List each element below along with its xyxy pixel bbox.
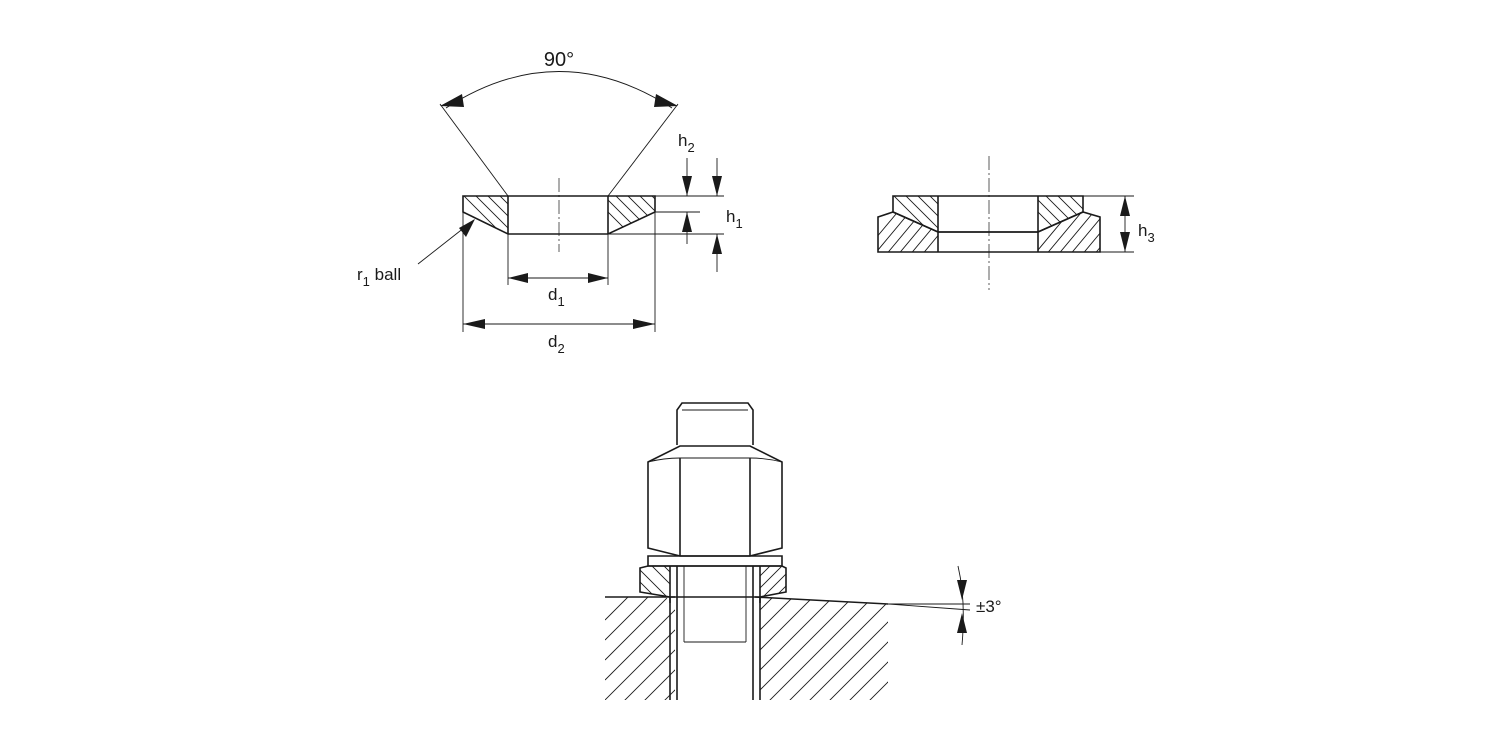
washer-hatch-left bbox=[463, 196, 508, 234]
d1-label: d bbox=[548, 285, 557, 304]
bolt-assembly-view: ±3° bbox=[605, 402, 1002, 700]
h3-label: h bbox=[1138, 221, 1147, 240]
r1-label: r bbox=[357, 265, 363, 284]
svg-text:h3: h3 bbox=[1138, 221, 1155, 245]
d1-dimension: d1 bbox=[507, 234, 609, 309]
washer-assembly-view: h3 bbox=[877, 156, 1155, 290]
h1-label: h bbox=[726, 207, 735, 226]
d1-subscript: 1 bbox=[557, 294, 564, 309]
d2-subscript: 2 bbox=[557, 341, 564, 356]
r1-subscript: 1 bbox=[363, 274, 370, 289]
bolt-washer bbox=[639, 565, 787, 598]
svg-text:h1: h1 bbox=[726, 207, 743, 231]
bolt-tip bbox=[676, 402, 754, 445]
svg-text:d1: d1 bbox=[548, 285, 565, 309]
h3-subscript: 3 bbox=[1147, 230, 1154, 245]
base-hatch-left bbox=[605, 597, 675, 700]
base-hatch-right bbox=[759, 597, 888, 700]
h2-label: h bbox=[678, 131, 687, 150]
r1-ball-leader: r1 ball bbox=[357, 219, 475, 289]
h1-subscript: 1 bbox=[735, 216, 742, 231]
h2-subscript: 2 bbox=[687, 140, 694, 155]
tilt-label: ±3° bbox=[976, 597, 1002, 616]
nut-base bbox=[647, 555, 783, 567]
svg-text:r1 ball: r1 ball bbox=[357, 265, 401, 289]
angle-90-label: 90° bbox=[544, 49, 574, 71]
r1-suffix: ball bbox=[370, 265, 401, 284]
angle-dimension: 90° bbox=[439, 49, 679, 197]
conical-seat bbox=[877, 211, 1101, 253]
h2-dimension: h2 bbox=[655, 131, 700, 244]
svg-text:d2: d2 bbox=[548, 332, 565, 356]
h3-dimension: h3 bbox=[1083, 195, 1155, 253]
hex-nut bbox=[647, 445, 783, 557]
d2-dimension: d2 bbox=[462, 212, 656, 356]
tilt-dimension: ±3° bbox=[887, 565, 1002, 646]
d2-label: d bbox=[548, 332, 557, 351]
washer-section-view: 90° h2 h1 d1 bbox=[357, 49, 743, 356]
h1-dimension: h1 bbox=[608, 158, 743, 272]
svg-text:h2: h2 bbox=[678, 131, 695, 155]
